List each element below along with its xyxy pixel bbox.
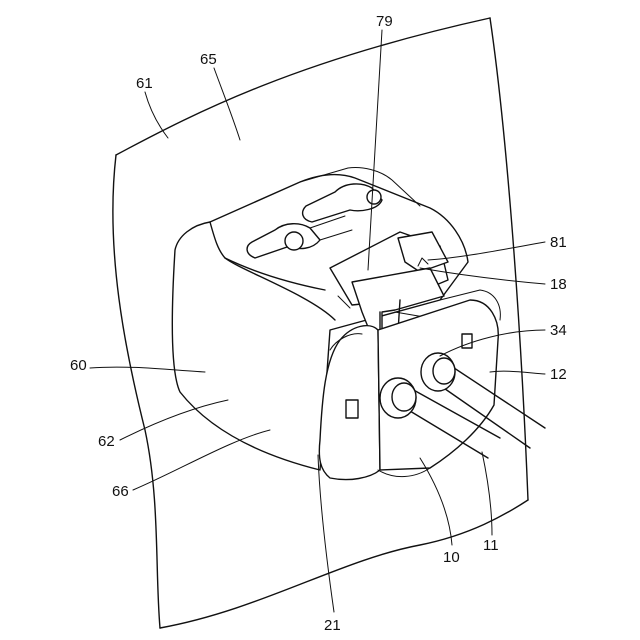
- label-34: 34: [550, 322, 567, 339]
- label-12: 12: [550, 366, 567, 383]
- label-81: 81: [550, 234, 567, 251]
- label-61: 61: [136, 75, 153, 92]
- label-60: 60: [70, 357, 87, 374]
- label-18: 18: [550, 276, 567, 293]
- label-79: 79: [376, 13, 393, 30]
- label-11: 11: [483, 537, 499, 554]
- label-10: 10: [443, 549, 460, 566]
- label-21: 21: [324, 617, 341, 634]
- label-66: 66: [112, 483, 129, 500]
- label-62: 62: [98, 433, 115, 450]
- label-65: 65: [200, 51, 217, 68]
